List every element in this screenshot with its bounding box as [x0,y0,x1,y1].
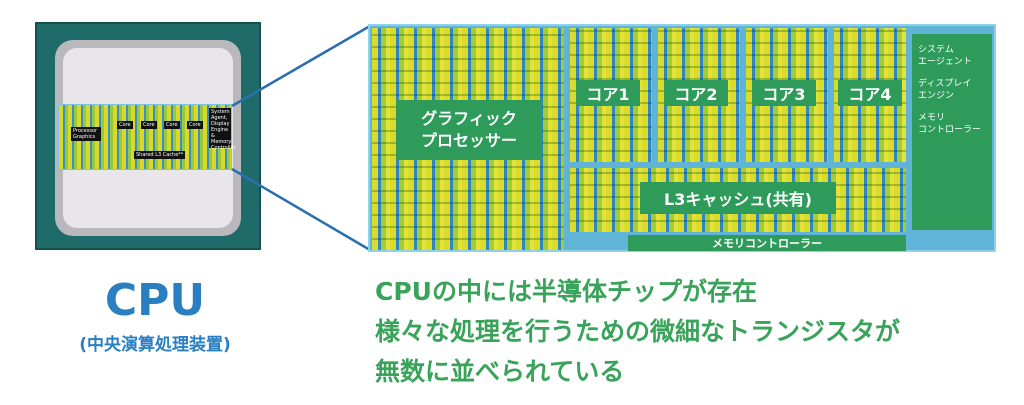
graphics-label-line: グラフィック [421,109,517,128]
description-line: CPUの中には半導体チップが存在 [375,277,757,306]
description-line: 様々な処理を行うための微細なトランジスタが [375,317,901,346]
core-3-label: コア3 [752,80,816,106]
sa-line: ディスプレイ [918,79,972,89]
mini-label-system-agent: System Agent, Display Engine & Memory Co… [209,108,236,151]
mini-label-l3: Shared L3 Cache** [134,151,186,159]
sa-line: システム [918,45,954,55]
core-2-label: コア2 [664,80,728,106]
die-image: グラフィック プロセッサー コア1 コア2 コア3 コア4 L3キャッシュ(共有… [368,24,996,252]
mini-label-graphics: Processor Graphics [71,127,101,141]
sa-line: エンジン [918,91,955,101]
sa-line: エージェント [918,57,972,67]
mini-label-core: Core [141,121,157,129]
mini-label-core: Core [117,121,133,129]
mini-label-core: Core [187,121,203,129]
description-line: 無数に並べられている [375,357,625,386]
cpu-subtitle: (中央演算処理装置) [79,335,231,355]
memory-controller-label: メモリコントローラー [628,235,906,251]
sa-line: メモリ [918,113,946,123]
mini-label-core: Core [164,121,180,129]
system-agent-label: システム エージェント ディスプレイ エンジン メモリ コントローラー [912,34,992,230]
core-1-label: コア1 [576,80,640,106]
mini-die-image: Processor Graphics Core Core Core Core S… [58,104,236,170]
cpu-title: CPU [104,275,206,326]
graphics-label-line: プロセッサー [420,131,517,150]
l3-label: L3キャッシュ(共有) [640,182,836,214]
sa-line: コントローラー [918,125,982,135]
graphics-label: グラフィック プロセッサー [396,100,542,160]
core-4-label: コア4 [838,80,902,106]
